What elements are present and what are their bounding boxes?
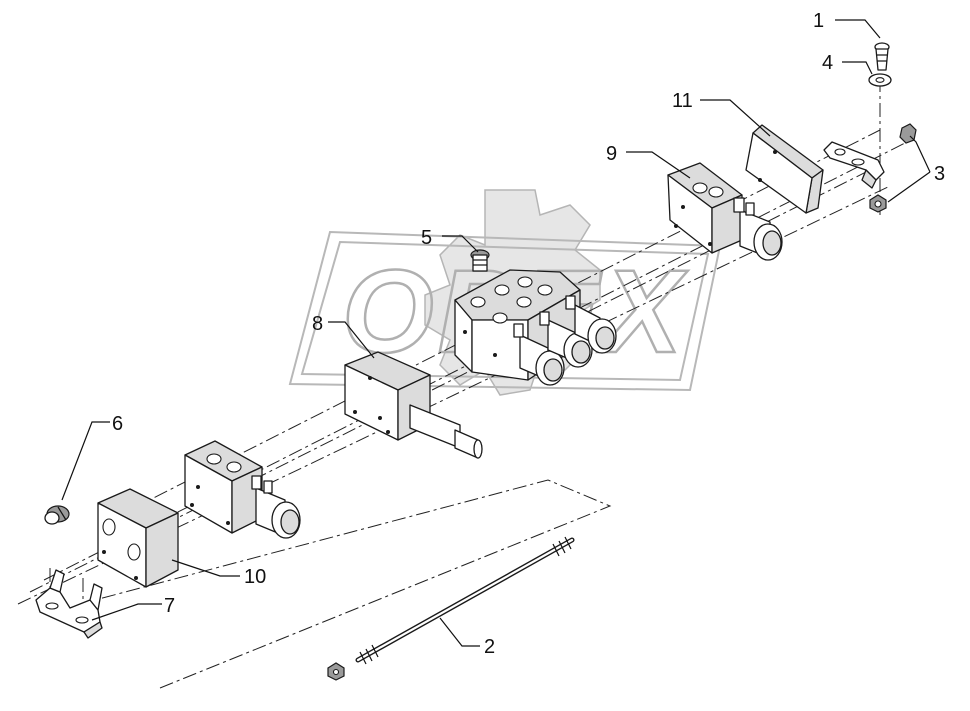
block-8 [344,351,483,459]
watermark-frame-inner [300,240,710,382]
callouts: 1 2 3 4 5 6 7 8 9 10 11 [112,10,945,658]
watermark-frame [288,230,722,392]
callout-4: 4 [822,52,833,74]
valve-stack [454,269,617,386]
nut-3-lower [869,194,887,213]
callout-11: 11 [672,90,693,112]
bracket-right [823,141,885,189]
callout-1: 1 [813,10,824,32]
callout-6: 6 [112,413,123,435]
leader-lines [61,19,931,647]
callout-10: 10 [244,566,266,588]
callout-5: 5 [421,227,432,249]
cover-block-10 [97,488,179,588]
valve-block-left [184,440,301,539]
valve-block-9 [667,162,783,261]
callout-2: 2 [484,636,495,658]
callout-3: 3 [934,163,945,185]
end-plate-11 [745,124,824,214]
callout-9: 9 [606,143,617,165]
fitting-5 [470,249,490,272]
plug-6 [44,505,70,525]
washer-4 [868,73,892,87]
callout-8: 8 [312,313,323,335]
callout-7: 7 [164,595,175,617]
screw-1 [874,42,890,71]
bracket-7 [35,569,103,639]
tie-rod-2 [327,536,575,681]
